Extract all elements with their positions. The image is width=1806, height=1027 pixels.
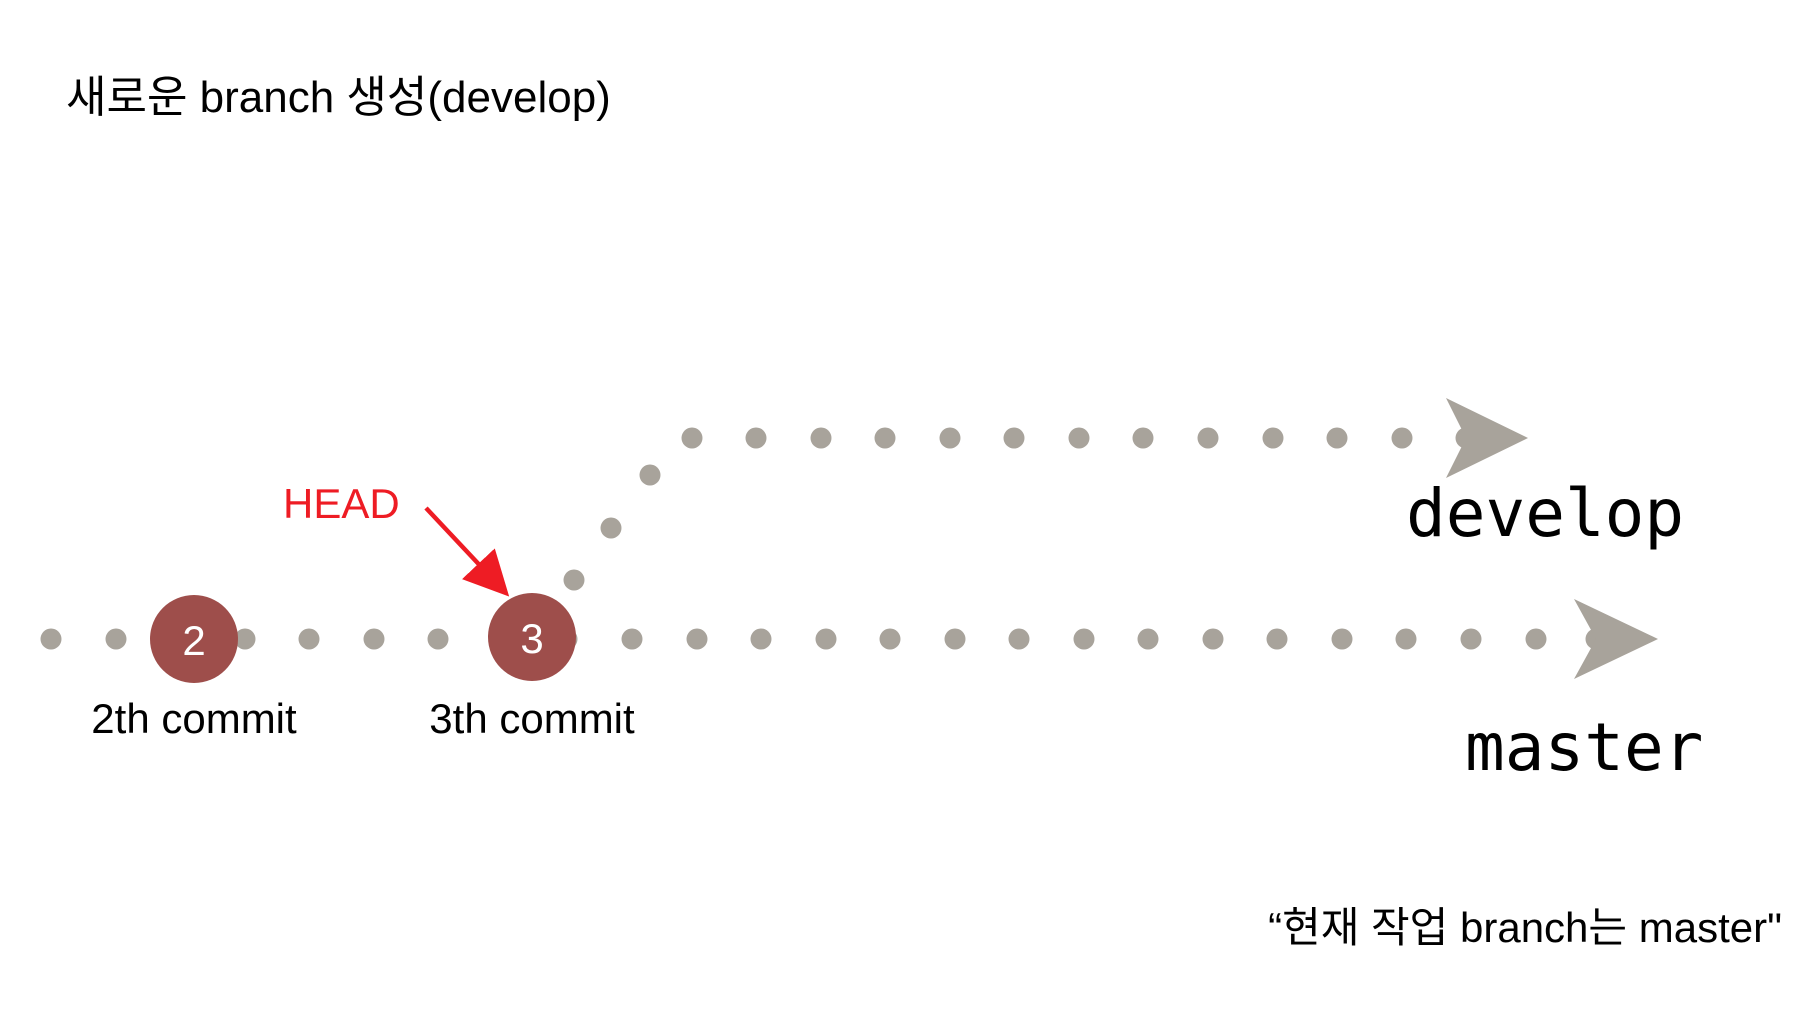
commit-number: 2 xyxy=(182,617,205,664)
branch-dot xyxy=(1391,427,1413,449)
master-arrowhead-icon xyxy=(1574,599,1658,679)
head-arrow-icon xyxy=(424,506,510,597)
slide-title: 새로운 branch 생성(develop) xyxy=(66,73,611,122)
branch-dot xyxy=(1460,628,1482,650)
branch-dot xyxy=(874,427,896,449)
branch-dot xyxy=(1331,628,1353,650)
develop-branch-line xyxy=(563,427,1477,591)
branch-dot xyxy=(1003,427,1025,449)
branch-dot xyxy=(298,628,320,650)
branch-dot xyxy=(1008,628,1030,650)
branch-dot xyxy=(745,427,767,449)
branch-name-master: master xyxy=(1465,709,1703,786)
branch-dot xyxy=(944,628,966,650)
commit-number: 3 xyxy=(520,615,543,662)
branch-dot xyxy=(1266,628,1288,650)
branch-dot xyxy=(563,569,585,591)
branch-dot xyxy=(1395,628,1417,650)
branch-dot xyxy=(1202,628,1224,650)
branch-dot xyxy=(810,427,832,449)
branch-dot xyxy=(1132,427,1154,449)
branch-dot xyxy=(1262,427,1284,449)
branch-dot xyxy=(815,628,837,650)
commit-label: 3th commit xyxy=(429,695,635,742)
branch-name-develop: develop xyxy=(1406,475,1684,552)
branch-dot xyxy=(1326,427,1348,449)
commit-circle xyxy=(488,593,576,681)
commit-node-2: 2 xyxy=(150,595,238,683)
commit-node-3: 3 xyxy=(488,593,576,681)
branch-dot xyxy=(1073,628,1095,650)
branch-dot xyxy=(681,427,703,449)
master-branch-line xyxy=(40,628,1607,650)
branch-dot xyxy=(40,628,62,650)
branch-dot xyxy=(1137,628,1159,650)
branch-dot xyxy=(234,628,256,650)
branch-dot xyxy=(105,628,127,650)
branch-dot xyxy=(363,628,385,650)
branch-dot xyxy=(600,517,622,539)
branch-dot xyxy=(750,628,772,650)
commit-label: 2th commit xyxy=(91,695,297,742)
develop-arrowhead-icon xyxy=(1446,398,1528,478)
current-branch-note: “현재 작업 branch는 master" xyxy=(1268,904,1782,951)
branch-dot xyxy=(427,628,449,650)
branch-dot xyxy=(879,628,901,650)
branch-dot xyxy=(1525,628,1547,650)
branch-dot xyxy=(621,628,643,650)
branch-dot xyxy=(686,628,708,650)
head-label: HEAD xyxy=(283,480,400,527)
branch-dot xyxy=(639,464,661,486)
branch-dot xyxy=(1197,427,1219,449)
commit-circle xyxy=(150,595,238,683)
branch-dot xyxy=(939,427,961,449)
branch-dot xyxy=(1068,427,1090,449)
